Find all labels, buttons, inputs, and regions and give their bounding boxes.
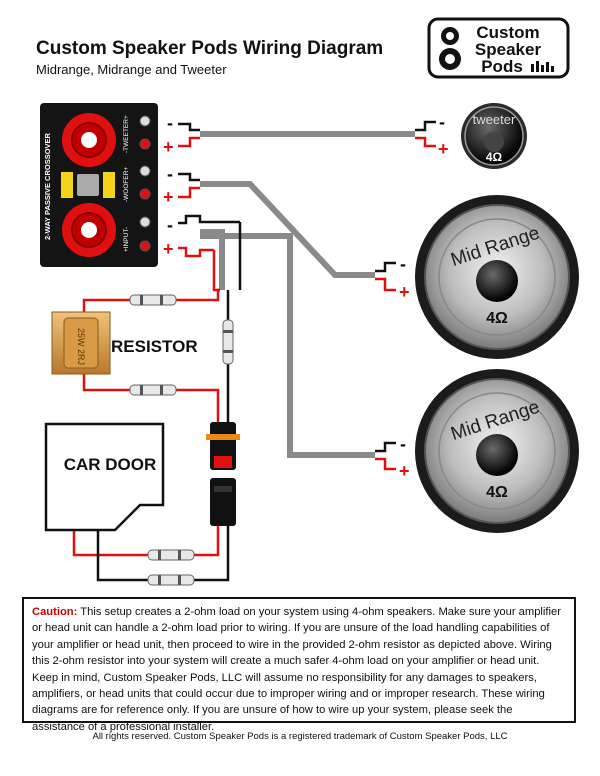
midrange-1-pos-mark: + (399, 282, 410, 302)
resistor-label: RESISTOR (111, 337, 198, 356)
midrange-speaker-2: Mid Range 4Ω (415, 369, 579, 533)
speaker-polarity-marks: - + - + - + (399, 112, 449, 481)
tweeter-out-pos-mark: + (163, 137, 174, 157)
logo-line-2: Speaker (475, 40, 542, 59)
midrange-2-pos-mark: + (399, 461, 410, 481)
midrange-1-neg-mark: - (400, 254, 406, 274)
speaker-wires (200, 131, 415, 458)
logo-line-3: Pods (481, 57, 523, 76)
resistor-marking: 25W 2RJ (76, 328, 86, 365)
input-pos-mark: + (163, 239, 174, 259)
woofer-out-neg-mark: - (167, 164, 173, 184)
tweeter-label: tweeter (473, 112, 516, 127)
woofer-out-pos-mark: + (163, 187, 174, 207)
caution-note: Caution: This setup creates a 2-ohm load… (22, 597, 576, 733)
inline-fuse (147, 574, 195, 586)
car-door-label: CAR DOOR (64, 455, 157, 474)
inline-fuse (129, 384, 177, 396)
speaker-end-stubs (375, 120, 436, 471)
resistor-component: 25W 2RJ (51, 311, 111, 375)
crossover-capacitor (61, 172, 115, 198)
crossover-tweeter-terminal-label: -TWEETER+ (123, 115, 130, 153)
tweeter-neg-mark: - (439, 112, 445, 132)
wire-connector-female (206, 422, 240, 470)
page-subtitle: Midrange, Midrange and Tweeter (36, 62, 227, 77)
midrange-1-wire (200, 181, 375, 278)
page-title: Custom Speaker Pods Wiring Diagram (36, 38, 384, 59)
crossover-polarity-marks: - + - + - + (163, 113, 174, 259)
logo-equalizer-icon (531, 61, 554, 72)
midrange-1-impedance: 4Ω (486, 310, 508, 327)
caution-text: This setup creates a 2-ohm load on your … (32, 606, 561, 733)
midrange-2-neg-mark: - (400, 434, 406, 454)
tweeter-pos-mark: + (438, 139, 449, 159)
midrange-2-impedance: 4Ω (486, 484, 508, 501)
crossover-label: 2-WAY PASSIVE CROSSOVER (43, 132, 52, 240)
car-door: CAR DOOR (44, 422, 165, 532)
crossover-wire-stubs (178, 122, 240, 258)
inline-fuses (129, 294, 234, 586)
midrange-2-wire (200, 233, 375, 458)
logo-line-1: Custom (476, 23, 539, 42)
input-neg-mark: - (167, 215, 173, 235)
tweeter-impedance: 4Ω (486, 150, 503, 164)
footer-trademark: All rights reserved. Custom Speaker Pods… (92, 731, 508, 742)
input-wire (200, 229, 225, 290)
midrange-speaker-1: Mid Range 4Ω (415, 195, 579, 359)
inline-fuse (222, 319, 234, 365)
tweeter-speaker: tweeter 4Ω (461, 103, 527, 169)
brand-logo: Custom Speaker Pods (427, 17, 570, 79)
wire-connector-male (210, 478, 236, 526)
crossover-coil-bottom (62, 203, 116, 257)
inline-fuse (147, 549, 195, 561)
crossover-terminals (139, 115, 151, 252)
crossover-woofer-terminal-label: -WOOFER+ (123, 167, 130, 202)
caution-label: Caution: (32, 606, 78, 618)
inline-fuse (129, 294, 177, 306)
tweeter-out-neg-mark: - (167, 113, 173, 133)
crossover-coil-top (62, 113, 116, 167)
crossover-input-terminal-label: +INPUT- (123, 227, 130, 252)
crossover-board: 2-WAY PASSIVE CROSSOVER -TWEETER+ -WOOFE… (40, 103, 158, 267)
